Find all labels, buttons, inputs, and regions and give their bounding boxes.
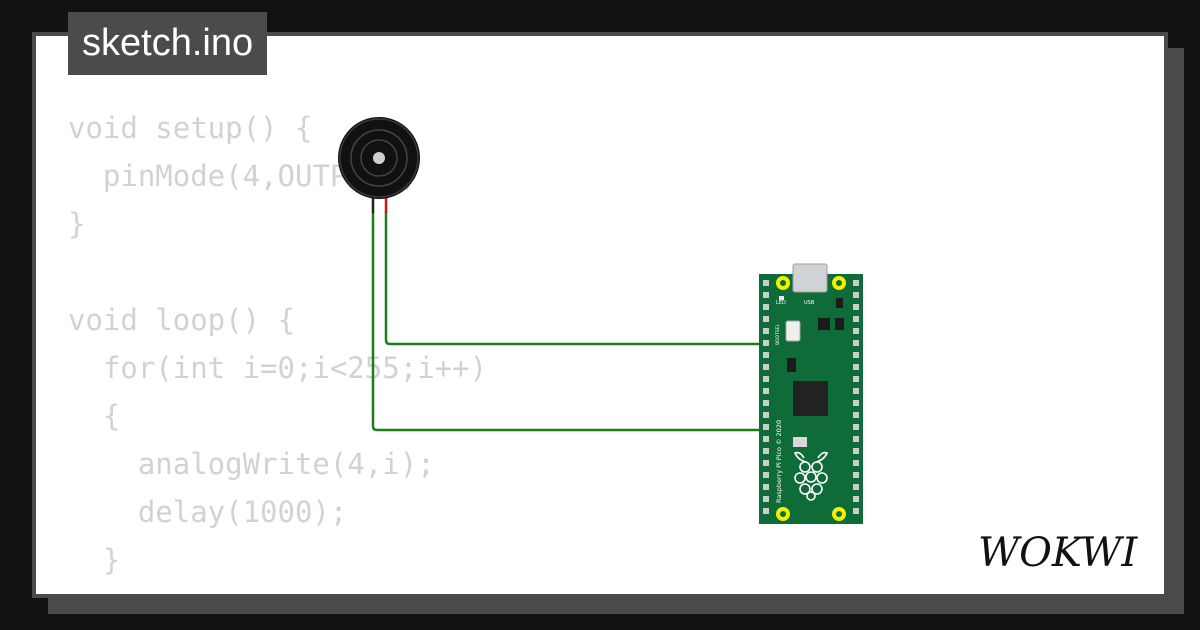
led-label: LED <box>776 300 786 306</box>
pin-hole <box>853 508 859 514</box>
board-name: Raspberry Pi Pico © 2020 <box>775 420 783 503</box>
pin-hole <box>853 280 859 286</box>
brand-name: WOKWI <box>978 530 1138 576</box>
code-line: void loop() { <box>68 303 295 337</box>
pin-hole <box>763 496 769 502</box>
buzzer-component[interactable] <box>338 117 420 199</box>
pin-hole <box>763 412 769 418</box>
pin-hole <box>853 400 859 406</box>
pin-hole <box>853 364 859 370</box>
usb-label: USB <box>804 300 815 306</box>
pin-hole <box>853 304 859 310</box>
pin-hole <box>763 304 769 310</box>
pin-hole <box>853 436 859 442</box>
code-line: { <box>68 399 121 433</box>
pin-hole <box>763 436 769 442</box>
code-line: } <box>68 543 121 577</box>
pin-hole <box>853 388 859 394</box>
raspberry-logo-icon <box>793 451 829 501</box>
pin-hole <box>763 508 769 514</box>
pin-hole <box>763 448 769 454</box>
wire-signal[interactable] <box>384 212 768 346</box>
pin-hole <box>763 472 769 478</box>
led-indicator <box>779 296 784 300</box>
pin-hole <box>763 352 769 358</box>
pin-hole <box>853 340 859 346</box>
pin-hole <box>763 328 769 334</box>
bootsel-button[interactable] <box>785 320 801 342</box>
pin-hole <box>853 412 859 418</box>
pin-hole <box>763 340 769 346</box>
code-line: } <box>68 207 86 241</box>
pin-headers <box>763 280 859 514</box>
code-line: } <box>68 584 487 594</box>
pin-hole <box>853 316 859 322</box>
code-line: for(int i=0;i<255;i++) <box>68 351 488 385</box>
pin-hole <box>763 292 769 298</box>
pin-hole <box>853 352 859 358</box>
bootsel-label: BOOTSEL <box>775 323 781 345</box>
pin-hole <box>763 424 769 430</box>
preview-card: void setup() { pinMode(4,OUTPUT);}void l… <box>32 32 1168 598</box>
pin-hole <box>853 460 859 466</box>
sketch-filename: sketch.ino <box>68 12 268 75</box>
pin-hole <box>763 400 769 406</box>
usb-connector <box>792 263 828 293</box>
pin-hole <box>763 280 769 286</box>
pin-hole <box>853 484 859 490</box>
pin-hole <box>853 424 859 430</box>
code-line: delay(1000); <box>68 495 348 529</box>
wire-ground[interactable] <box>371 212 768 432</box>
wokwi-logo: WOKWI <box>978 530 1138 576</box>
pin-hole <box>763 460 769 466</box>
pin-hole <box>853 448 859 454</box>
code-line: analogWrite(4,i); <box>68 447 435 481</box>
pin-hole <box>763 316 769 322</box>
rp2040-chip <box>793 381 828 416</box>
pin-hole <box>763 484 769 490</box>
pin-hole <box>853 376 859 382</box>
pin-hole <box>853 292 859 298</box>
pin-hole <box>763 364 769 370</box>
pin-hole <box>763 376 769 382</box>
wires <box>371 196 768 432</box>
pin-hole <box>853 472 859 478</box>
pin-hole <box>853 328 859 334</box>
pin-hole <box>853 496 859 502</box>
raspberry-pi-pico[interactable]: LED USB BOOTSEL Raspberry Pi Pico © 2020 <box>759 263 863 524</box>
code-line: void setup() { <box>68 111 313 145</box>
pin-hole <box>763 388 769 394</box>
